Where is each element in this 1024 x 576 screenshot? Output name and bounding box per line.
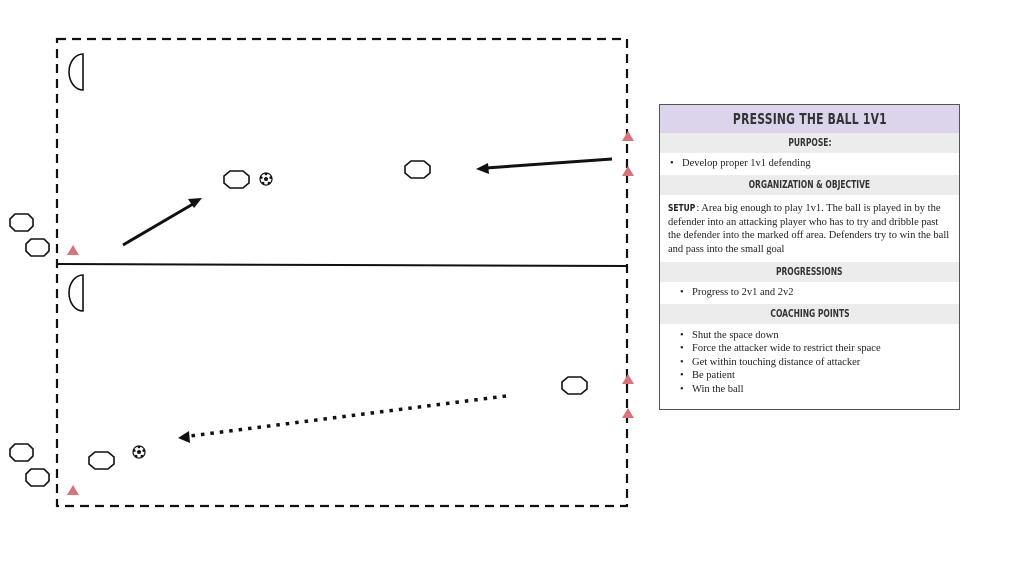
dribble-arrow-icon bbox=[178, 394, 507, 443]
pass-arrow-icon bbox=[122, 198, 202, 247]
soccer-ball-icon bbox=[132, 445, 146, 459]
player-marker-icon bbox=[561, 376, 588, 395]
panel-title-bar: PRESSING THE BALL 1V1 bbox=[660, 105, 959, 133]
panel-title: PRESSING THE BALL 1V1 bbox=[732, 110, 887, 128]
player-marker-icon bbox=[25, 468, 50, 487]
list-item: Shut the space down bbox=[680, 329, 953, 343]
organization-section-bar: ORGANIZATION & OBJECTIVE bbox=[660, 175, 959, 195]
progressions-section-bar: PROGRESSIONS bbox=[660, 262, 959, 282]
drill-info-panel: PRESSING THE BALL 1V1 PURPOSE: Develop p… bbox=[659, 104, 960, 410]
list-item: Win the ball bbox=[680, 383, 953, 397]
coaching-list: Shut the space down Force the attacker w… bbox=[660, 324, 959, 401]
list-item: Develop proper 1v1 defending bbox=[670, 157, 953, 171]
cone-icon bbox=[622, 374, 634, 384]
list-item: Get within touching distance of attacker bbox=[680, 356, 953, 370]
pass-arrow-icon bbox=[476, 157, 613, 174]
small-goal-icon bbox=[68, 53, 84, 91]
player-marker-icon bbox=[25, 238, 50, 257]
player-marker-icon bbox=[88, 451, 115, 470]
organization-heading: ORGANIZATION & OBJECTIVE bbox=[748, 179, 871, 191]
player-marker-icon bbox=[223, 170, 250, 189]
setup-paragraph: SETUP: Area big enough to play 1v1. The … bbox=[660, 195, 959, 262]
cone-icon bbox=[67, 245, 79, 255]
cone-icon bbox=[622, 131, 634, 141]
purpose-heading: PURPOSE: bbox=[787, 137, 832, 149]
setup-text: : Area big enough to play 1v1. The ball … bbox=[668, 203, 950, 255]
field-boundary bbox=[55, 37, 629, 508]
cone-icon bbox=[622, 408, 634, 418]
progressions-heading: PROGRESSIONS bbox=[776, 266, 843, 278]
list-item: Be patient bbox=[680, 369, 953, 383]
half-divider bbox=[56, 263, 628, 267]
list-item: Force the attacker wide to restrict thei… bbox=[680, 342, 953, 356]
setup-label: SETUP bbox=[668, 203, 696, 214]
coaching-heading: COACHING POINTS bbox=[769, 307, 850, 320]
progressions-list: Progress to 2v1 and 2v2 bbox=[660, 282, 959, 304]
list-item: Progress to 2v1 and 2v2 bbox=[680, 286, 953, 300]
soccer-ball-icon bbox=[259, 172, 273, 186]
purpose-section-bar: PURPOSE: bbox=[660, 133, 959, 153]
cone-icon bbox=[622, 166, 634, 176]
player-marker-icon bbox=[9, 443, 34, 462]
purpose-list: Develop proper 1v1 defending bbox=[660, 153, 959, 175]
coaching-section-bar: COACHING POINTS bbox=[660, 303, 959, 324]
small-goal-icon bbox=[68, 274, 84, 312]
cone-icon bbox=[67, 485, 79, 495]
player-marker-icon bbox=[9, 213, 34, 232]
player-marker-icon bbox=[404, 160, 431, 179]
